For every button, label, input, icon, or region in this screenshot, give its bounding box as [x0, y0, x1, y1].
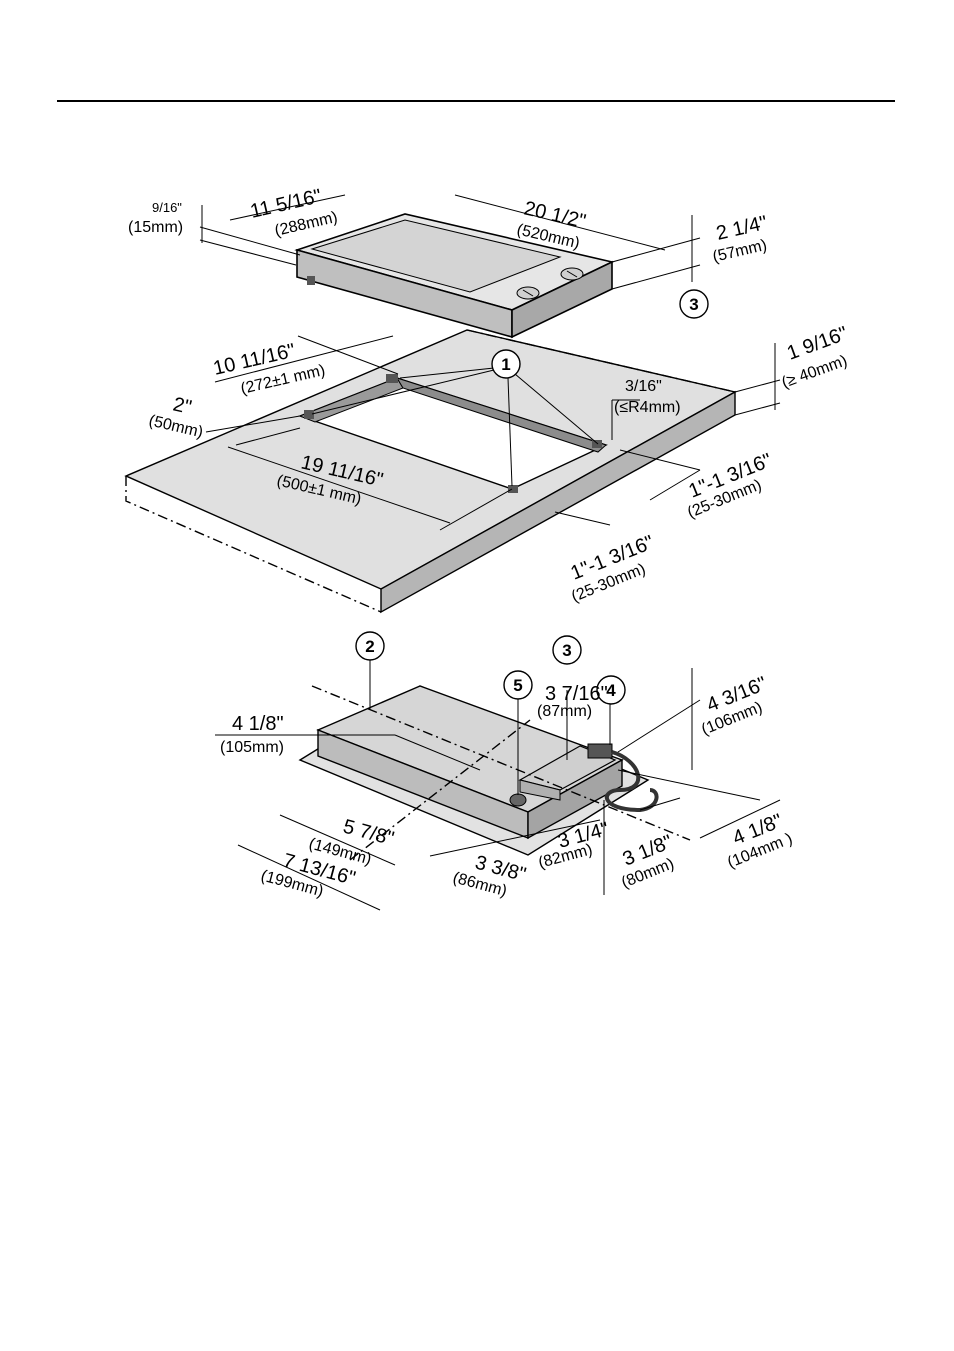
callout-1: 1: [491, 349, 521, 379]
callout-3-bottom: 3: [552, 635, 582, 665]
cutout-edge-mm: (50mm): [147, 412, 205, 441]
svg-text:2: 2: [365, 637, 374, 656]
callout-5: 5: [503, 670, 533, 700]
hob-rim-in: 9/16": [152, 200, 182, 215]
cutout-dimensions: [205, 335, 781, 531]
u-d2-in: 3 7/16": [545, 683, 608, 705]
u-d1-in: 4 1/8": [232, 713, 284, 735]
cutout-edge-in: 2": [171, 393, 194, 419]
svg-text:5: 5: [513, 676, 522, 695]
svg-text:3: 3: [562, 641, 571, 660]
svg-text:4: 4: [606, 681, 616, 700]
hob-rim-mm: (15mm): [128, 219, 183, 236]
callout-1-leaders: [311, 367, 599, 487]
callout-3-top: 3: [679, 289, 709, 319]
hob-underside: [298, 685, 691, 861]
u-d1-mm: (105mm): [220, 739, 284, 756]
radius-in: 3/16": [625, 378, 662, 395]
callout-4: 4: [596, 675, 626, 705]
callout-2: 2: [355, 631, 385, 661]
underside-dimensions: [215, 656, 781, 911]
radius-mm: (≤R4mm): [614, 399, 681, 416]
svg-text:1: 1: [501, 355, 510, 374]
u-d2-mm: (87mm): [537, 703, 592, 720]
countertop: [124, 329, 737, 614]
hob-dimensions: [199, 194, 701, 290]
svg-text:3: 3: [689, 295, 698, 314]
hob-appliance: [294, 213, 615, 339]
